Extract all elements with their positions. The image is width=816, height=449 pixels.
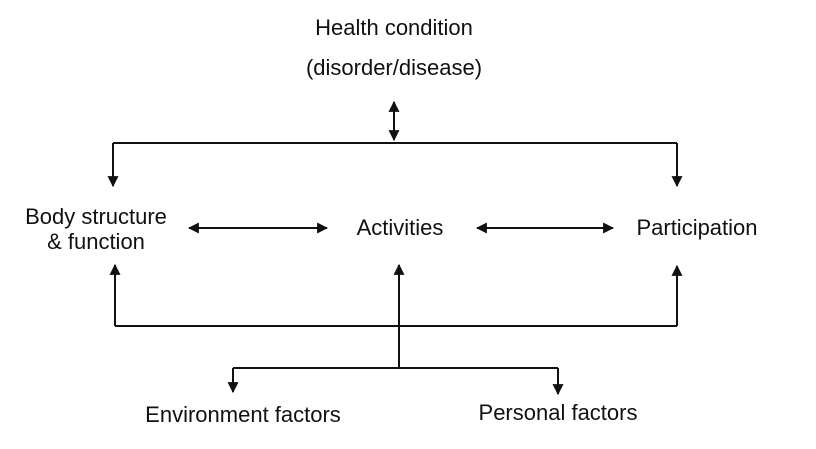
node-personal-factors: Personal factors bbox=[478, 400, 638, 425]
health-condition-line2: (disorder/disease) bbox=[305, 55, 483, 80]
body-structure-line2: & function bbox=[47, 229, 145, 254]
body-structure-line1: Body structure bbox=[25, 204, 167, 229]
node-environment-factors: Environment factors bbox=[145, 402, 341, 427]
node-activities: Activities bbox=[356, 215, 444, 240]
node-body-structure-function: Body structure & function bbox=[6, 204, 186, 254]
node-health-condition: Health condition (disorder/disease) bbox=[244, 8, 544, 88]
health-condition-line1: Health condition bbox=[315, 15, 473, 40]
node-participation: Participation bbox=[636, 215, 758, 240]
